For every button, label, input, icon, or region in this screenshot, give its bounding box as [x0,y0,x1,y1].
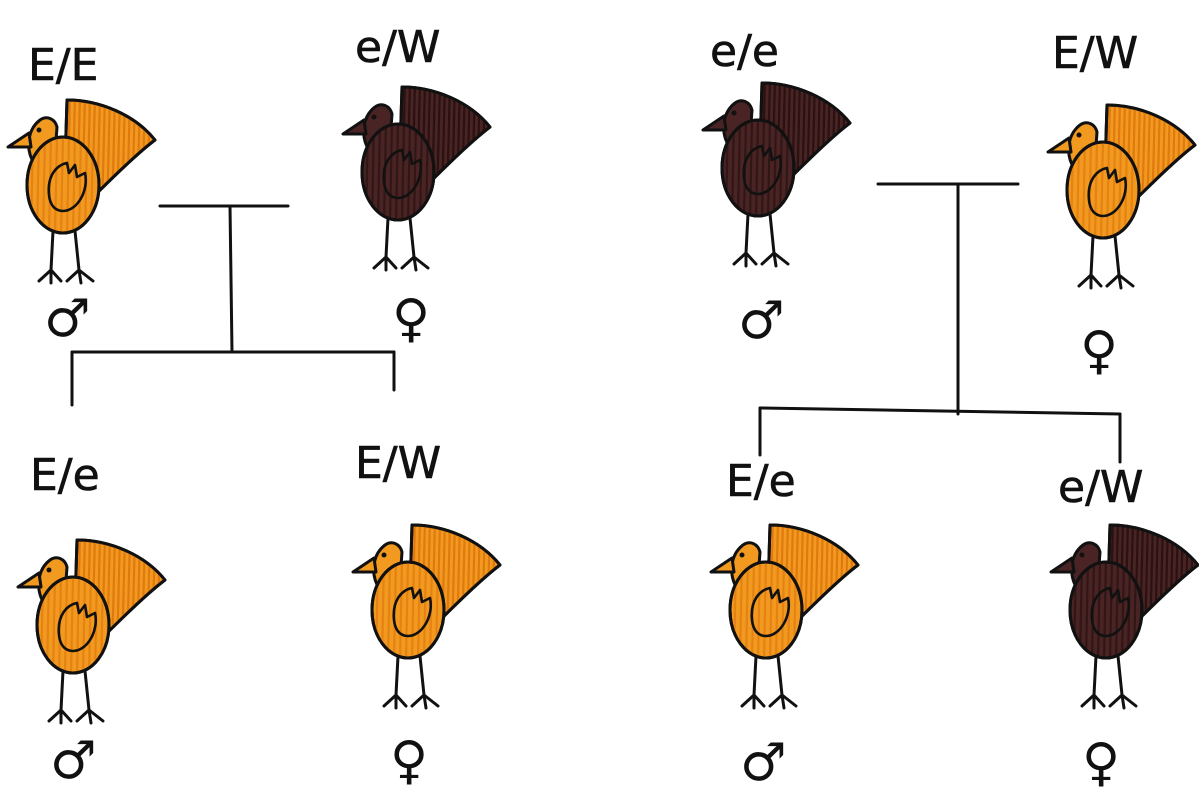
genotype-label: e/e [710,26,779,77]
cross-1-offspring-1: E/e ♂ [18,450,165,791]
female-symbol: ♀ [392,289,430,349]
cross-1-parent-1: E/E ♂ [8,40,155,349]
genotype-label: e/W [1058,462,1143,513]
bird-icon [1051,520,1198,708]
cross-2-parent-2: E/W ♀ [1048,28,1195,381]
male-symbol: ♂ [50,731,97,791]
male-symbol: ♂ [44,289,91,349]
legs [39,231,93,283]
genotype-label: E/W [355,438,441,489]
male-symbol: ♂ [740,733,787,793]
beak [1048,138,1071,152]
legs [374,218,428,270]
eye [1077,133,1082,138]
male-symbol: ♂ [738,291,785,351]
beak [703,116,726,130]
bird-icon [703,78,850,266]
legs [1082,656,1136,708]
beak [343,120,366,134]
bird-icon [711,520,858,708]
bird-icon [8,95,155,283]
beak [711,558,734,572]
legs [384,656,438,708]
beak [353,558,376,572]
cross-2-offspring-2: e/W ♀ [1051,462,1198,793]
legs [734,214,788,266]
eye [732,111,737,116]
genotype-label: E/e [726,456,796,507]
bird-icon [353,520,500,708]
bird-icon [1048,100,1195,288]
legs [742,656,796,708]
cross-2-offspring-1: E/e ♂ [711,456,858,793]
beak [1051,558,1074,572]
eye [47,568,52,573]
eye [372,115,377,120]
cross-1-mating-line [72,206,394,405]
female-symbol: ♀ [1080,321,1118,381]
female-symbol: ♀ [390,731,428,791]
legs [1079,236,1133,288]
eye [382,553,387,558]
female-symbol: ♀ [1082,733,1120,793]
beak [18,573,41,587]
cross-1-offspring-2: E/W ♀ [353,438,500,791]
genotype-label: E/W [1052,28,1138,79]
cross-2-parent-1: e/e ♂ [703,26,850,351]
cross-1-parent-2: e/W ♀ [343,22,490,349]
eye [1080,553,1085,558]
bird-icon [343,82,490,270]
genotype-label: e/W [355,22,440,73]
legs [49,671,103,723]
cross-2: e/e ♂ E/W ♀ E/e ♂ e/W ♀ [703,26,1198,793]
beak [8,133,31,147]
genotype-label: E/E [28,40,98,91]
cross-1: E/E ♂ e/W ♀ E/e ♂ E/W ♀ [8,22,500,791]
eye [37,128,42,133]
genotype-label: E/e [30,450,100,501]
cross-2-mating-line [760,184,1120,462]
bird-icon [18,535,165,723]
eye [740,553,745,558]
